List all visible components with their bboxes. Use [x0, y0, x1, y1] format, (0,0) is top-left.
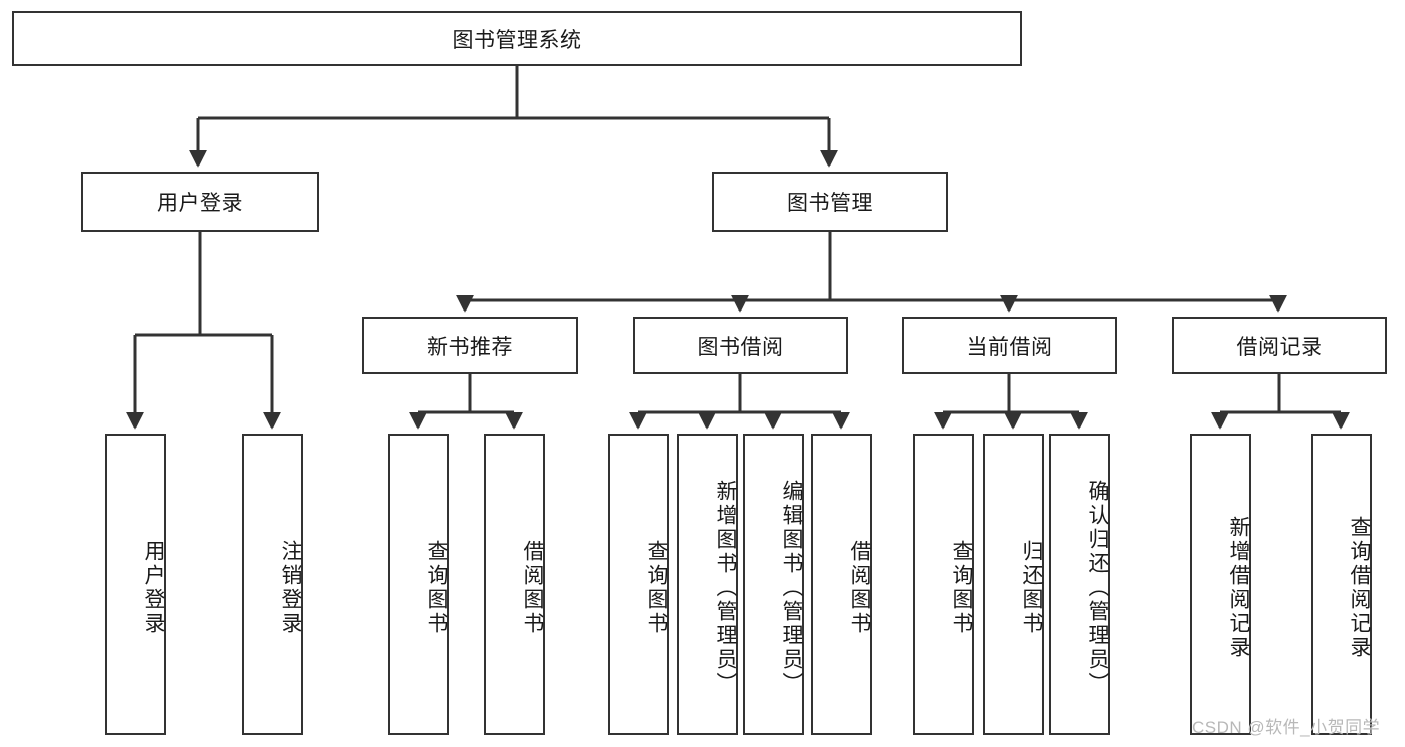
leaf-query-borrow-record[interactable]: 查询借阅记录	[1311, 434, 1372, 735]
leaf-query-book-borrow[interactable]: 查询图书	[608, 434, 669, 735]
leaf-return-book[interactable]: 归还图书	[983, 434, 1044, 735]
leaf-add-borrow-record[interactable]: 新增借阅记录	[1190, 434, 1251, 735]
node-root[interactable]: 图书管理系统	[12, 11, 1022, 66]
leaf-edit-book-admin[interactable]: 编辑图书（管理员）	[743, 434, 804, 735]
leaf-borrow-book-new[interactable]: 借阅图书	[484, 434, 545, 735]
leaf-confirm-return-admin[interactable]: 确认归还（管理员）	[1049, 434, 1110, 735]
leaf-query-book-current[interactable]: 查询图书	[913, 434, 974, 735]
leaf-user-login[interactable]: 用户登录	[105, 434, 166, 735]
node-new-book-recommend[interactable]: 新书推荐	[362, 317, 578, 374]
node-borrow-record[interactable]: 借阅记录	[1172, 317, 1387, 374]
leaf-query-book-new[interactable]: 查询图书	[388, 434, 449, 735]
leaf-borrow-book[interactable]: 借阅图书	[811, 434, 872, 735]
leaf-logout[interactable]: 注销登录	[242, 434, 303, 735]
node-book-management[interactable]: 图书管理	[712, 172, 948, 232]
watermark: CSDN @软件_小贺同学	[1192, 718, 1381, 737]
node-user-login[interactable]: 用户登录	[81, 172, 319, 232]
node-book-borrow[interactable]: 图书借阅	[633, 317, 848, 374]
leaf-add-book-admin[interactable]: 新增图书（管理员）	[677, 434, 738, 735]
node-current-borrow[interactable]: 当前借阅	[902, 317, 1117, 374]
